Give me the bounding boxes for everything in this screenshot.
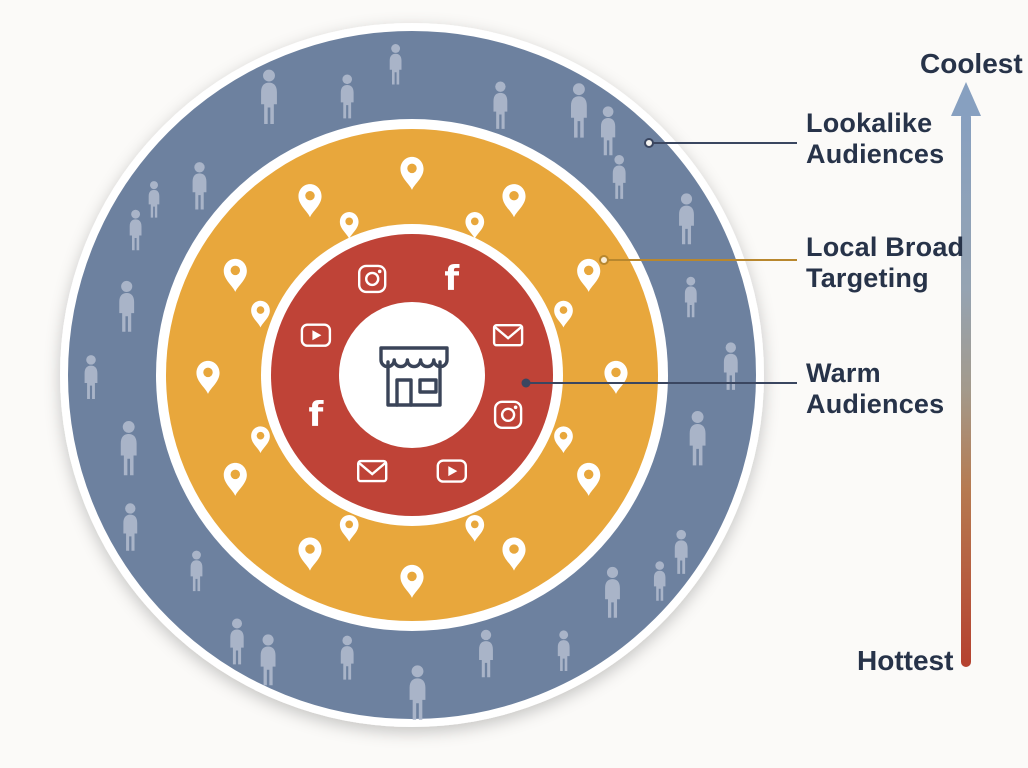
arrow-head-icon xyxy=(951,82,981,116)
leader-dot-lookalike xyxy=(644,138,654,148)
arrow-shaft xyxy=(961,112,971,667)
concentric-rings xyxy=(60,23,764,727)
center-circle xyxy=(339,302,485,448)
label-hottest: Hottest xyxy=(857,645,954,676)
leader-lines xyxy=(521,138,797,388)
label-lookalike-audiences: Lookalike Audiences xyxy=(806,108,945,170)
label-coolest: Coolest xyxy=(920,48,1023,79)
leader-dot-warm xyxy=(521,378,531,388)
label-warm-audiences: Warm Audiences xyxy=(806,358,945,420)
facebook-icon xyxy=(308,394,325,435)
facebook-icon xyxy=(444,258,461,299)
label-local-broad-targeting: Local Broad Targeting xyxy=(806,232,965,294)
leader-dot-local-broad xyxy=(599,255,609,265)
temperature-scale-arrow xyxy=(951,82,981,667)
